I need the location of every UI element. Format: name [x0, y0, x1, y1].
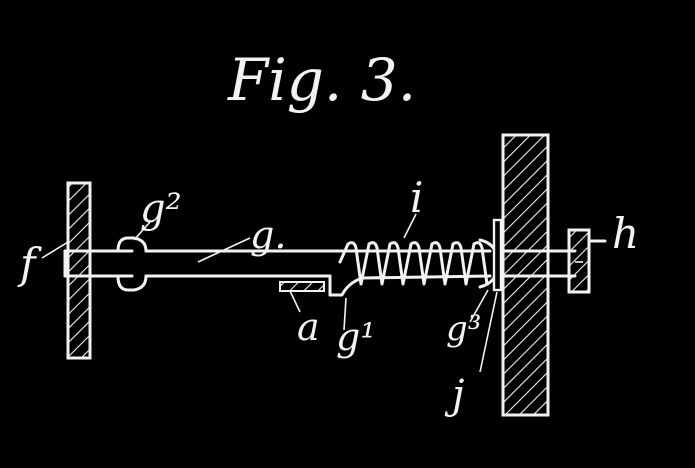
- label-i: i: [410, 173, 423, 222]
- left-wall-f: [66, 181, 92, 360]
- bracket-a: [279, 281, 325, 313]
- label-g1: g¹: [336, 315, 376, 359]
- label-a: a: [297, 305, 320, 349]
- label-j: j: [444, 372, 464, 418]
- label-f: f: [17, 239, 42, 288]
- label-g3: g³: [446, 309, 481, 349]
- washer-g3: [469, 218, 503, 373]
- nut-h: [567, 228, 607, 294]
- label-h: h: [612, 209, 639, 258]
- label-g: g.: [250, 213, 286, 257]
- figure-title: Fig. 3.: [227, 46, 416, 114]
- spring-i: [338, 241, 489, 286]
